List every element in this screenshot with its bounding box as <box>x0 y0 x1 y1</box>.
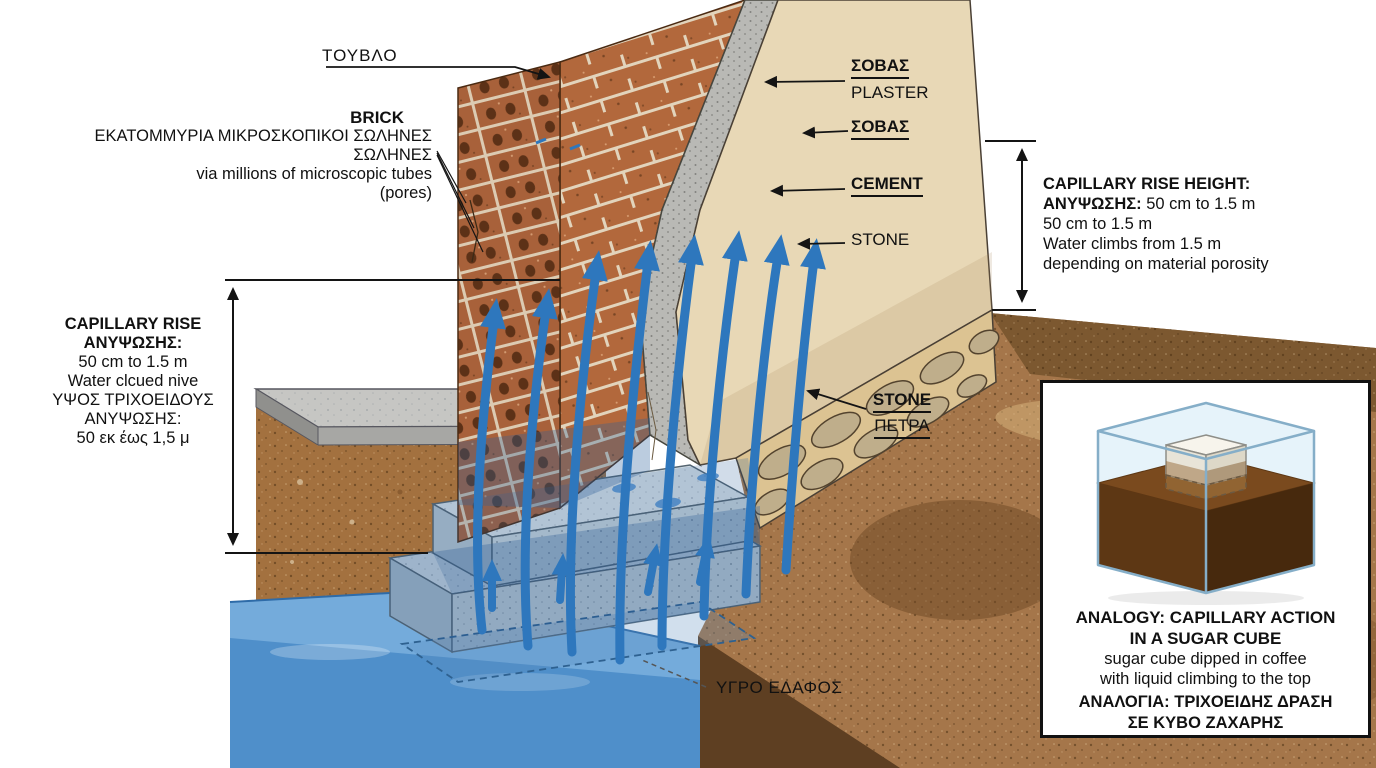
capillary-note-right-line5: depending on material porosity <box>1043 255 1269 273</box>
capillary-note-right: CAPILLARY RISE HEIGHT: ΑΝΥΨΩΣΗΣ: 50 cm t… <box>1043 174 1373 274</box>
capillary-note-left-line2: ΑΝΥΨΩΣΗΣ: <box>83 334 183 352</box>
capillary-note-right-line2-text: 50 cm to 1.5 m <box>1146 195 1256 213</box>
brick-pores-annotation: BRICK ΕΚΑΤΟΜΜΥΡΙΑ ΜΙΚΡΟΣΚΟΠΙΚΟΙ ΣΩΛΗΝΕΣ … <box>28 108 432 203</box>
capillary-note-left-line1: CAPILLARY RISE <box>64 315 202 333</box>
label-plaster-greek-2-text: ΣΟΒΑΣ <box>851 117 910 140</box>
sugar-cube-analogy-panel: ANALOGY: CAPILLARY ACTION IN A SUGAR CUB… <box>1040 380 1371 738</box>
label-wet-ground: ΥΓΡΟ ΕΔΑΦΟΣ <box>716 678 843 697</box>
label-pores-note: (pores) <box>379 184 432 202</box>
capillary-note-left-line4: Water clcued nive <box>67 372 199 390</box>
sugar-cube-illustration <box>1095 401 1316 605</box>
capillary-note-left: CAPILLARY RISE ΑΝΥΨΩΣΗΣ: 50 cm to 1.5 m … <box>38 315 228 448</box>
inset-title-en-2: IN A SUGAR CUBE <box>1129 629 1282 648</box>
capillary-note-right-line2-bold: ΑΝΥΨΩΣΗΣ: <box>1043 195 1142 213</box>
inset-caption-1: sugar cube dipped in coffee <box>1104 650 1307 668</box>
label-plaster-en: PLASTER <box>851 83 929 102</box>
inset-caption-2: with liquid climbing to the top <box>1100 670 1311 688</box>
label-stone-mid: STONE <box>872 390 932 413</box>
label-plaster-greek-1: ΣΟΒΑΣ <box>851 56 910 79</box>
label-plaster-greek-2: ΣΟΒΑΣ <box>851 117 910 140</box>
label-stone-upper: STONE <box>851 230 910 249</box>
capillary-rise-arrows <box>473 230 826 665</box>
capillary-note-right-line4: Water climbs from 1.5 m <box>1043 235 1222 253</box>
label-pores-el-2: ΣΩΛΗΝΕΣ <box>353 146 432 164</box>
capillary-note-right-line3: 50 cm to 1.5 m <box>1043 215 1153 233</box>
label-brick-en: BRICK <box>350 108 404 127</box>
leader-lines <box>326 66 867 688</box>
inset-title-el-2: ΣΕ ΚΥΒΟ ΖΑΧΑΡΗΣ <box>1127 714 1284 732</box>
label-brick-greek: ΤΟΥΒΛΟ <box>322 46 398 65</box>
label-cement-text: CEMENT <box>851 174 923 197</box>
inset-title-en-1: ANALOGY: CAPILLARY ACTION <box>1075 608 1336 627</box>
stone-petra-annotation: STONE ΠΕΤΡΑ <box>862 390 942 439</box>
capillary-note-left-line3: 50 cm to 1.5 m <box>78 353 188 371</box>
capillary-note-left-line6: ΑΝΥΨΩΣΗΣ: <box>84 410 182 428</box>
capillary-note-left-line7: 50 εκ έως 1,5 μ <box>76 429 190 447</box>
capillary-note-right-line2: ΑΝΥΨΩΣΗΣ: 50 cm to 1.5 m <box>1043 194 1373 214</box>
label-plaster-greek-1-text: ΣΟΒΑΣ <box>851 56 910 79</box>
inset-title-el-1: ΑΝΑΛΟΓΙΑ: ΤΡΙΧΟΕΙΔΗΣ ΔΡΑΣΗ <box>1078 693 1333 711</box>
label-pores-el-1: ΕΚΑΤΟΜΜΥΡΙΑ ΜΙΚΡΟΣΚΟΠΙΚΟΙ ΣΩΛΗΝΕΣ <box>94 127 432 145</box>
capillary-note-right-title: CAPILLARY RISE HEIGHT: <box>1043 175 1251 193</box>
capillary-note-left-line5: ΥΨΟΣ ΤΡΙΧΟΕΙΔΟΥΣ <box>52 391 214 409</box>
label-pores-en: via millions of microscopic tubes <box>196 165 432 183</box>
label-stone-greek: ΠΕΤΡΑ <box>874 416 930 439</box>
plaster-wall <box>647 0 993 466</box>
label-cement: CEMENT <box>851 174 923 197</box>
dimension-lines <box>225 140 1036 554</box>
